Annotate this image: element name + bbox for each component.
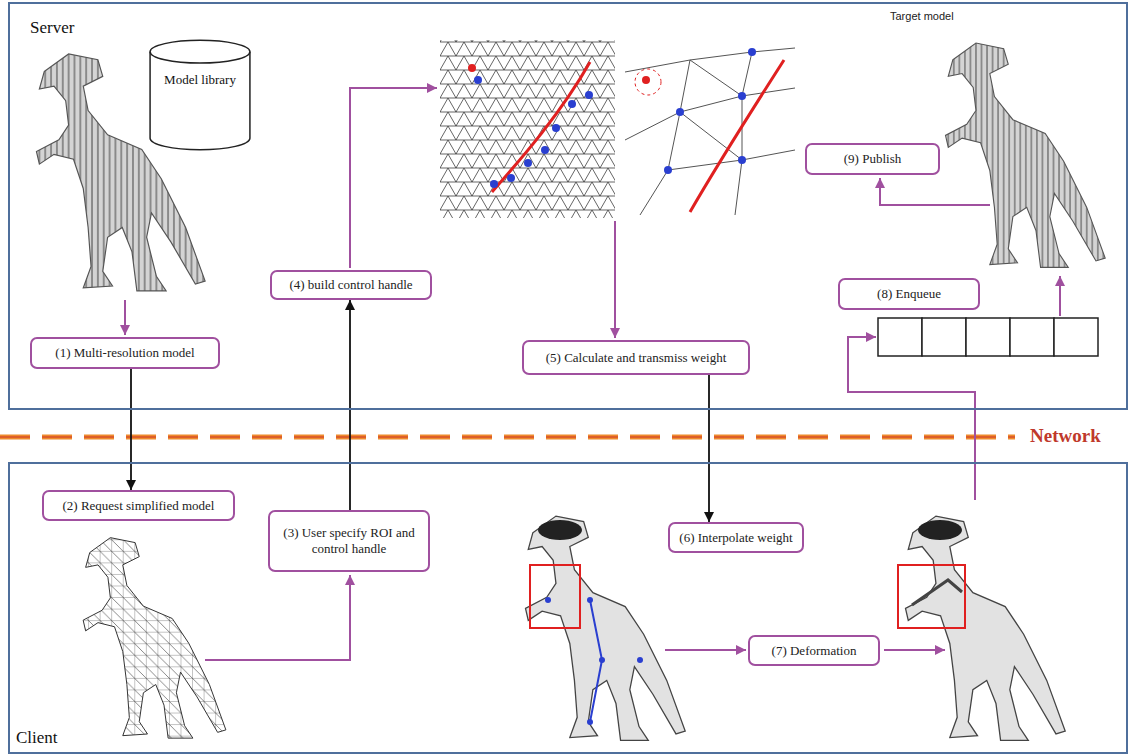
dinosaur-head	[538, 520, 582, 540]
handle-point	[552, 124, 560, 132]
handle-point	[676, 108, 684, 116]
roi-box	[898, 565, 965, 628]
process-box: (2) Request simplified model	[42, 490, 235, 521]
process-box: (3) User specify ROI and control handle	[268, 510, 430, 572]
handle-point	[541, 146, 549, 154]
handle-point	[545, 597, 551, 603]
mesh-edge	[625, 88, 795, 140]
queue-cell	[1054, 318, 1098, 356]
handle-points	[474, 76, 593, 188]
process-box: (9) Publish	[805, 143, 940, 175]
handle-point	[585, 91, 593, 99]
vertex-point	[468, 64, 476, 72]
flow-connector	[130, 369, 132, 490]
process-box: (1) Multi-resolution model	[30, 337, 220, 369]
sparse-mesh	[625, 48, 795, 215]
queue-cell	[922, 318, 966, 356]
node-label: (9) Publish	[844, 151, 901, 167]
network-label: Network	[1030, 425, 1101, 447]
flow-arrow	[614, 221, 616, 338]
handle-points	[664, 48, 756, 174]
handle-point	[490, 180, 498, 188]
flow-arrow	[848, 337, 975, 500]
node-label: (8) Enqueue	[877, 286, 941, 302]
process-box: (5) Calculate and transmiss weight	[522, 340, 750, 375]
cylinder-outline	[148, 38, 252, 152]
network-divider	[0, 435, 1015, 440]
client-panel: Client (2) Request simplified model (3) Us…	[8, 462, 1128, 754]
mesh-edge	[668, 60, 690, 170]
flow-arrow	[1059, 276, 1061, 316]
roi-box	[530, 565, 580, 628]
queue	[878, 318, 1098, 356]
handle-curve	[492, 62, 590, 192]
handle-point	[507, 174, 515, 182]
node-label: (2) Request simplified model	[62, 498, 214, 514]
handle-point	[587, 597, 593, 603]
process-box: (7) Deformation	[748, 635, 880, 666]
handle-point	[748, 48, 756, 56]
flow-arrow	[124, 300, 126, 335]
mesh-edge	[640, 150, 795, 215]
flow-arrows	[125, 88, 1060, 660]
node-label: (4) build control handle	[289, 277, 412, 293]
mesh-edge	[625, 48, 795, 72]
node-label: (1) Multi-resolution model	[55, 345, 194, 361]
figure-caption: Target model	[890, 10, 954, 22]
queue-cell	[1010, 318, 1054, 356]
handle-point	[568, 100, 576, 108]
mesh-edge	[680, 60, 742, 160]
dinosaur-head	[918, 520, 962, 540]
handle-point	[599, 657, 605, 663]
database-cylinder: Model library	[148, 38, 252, 152]
queue-cell	[966, 318, 1010, 356]
node-label: Model library	[164, 72, 236, 88]
handle-curve	[690, 60, 784, 212]
flow-arrow	[884, 649, 945, 651]
target-dinosaur	[946, 43, 1106, 267]
flow-connector	[349, 300, 351, 510]
node-label: (3) User specify ROI and control handle	[278, 525, 420, 556]
queue-cell	[878, 318, 922, 356]
network-label: Network	[1030, 425, 1101, 446]
process-box: (4) build control handle	[270, 270, 432, 300]
handle-point	[587, 719, 593, 725]
network-divider	[0, 436, 1015, 438]
simplified-mesh-dinosaur	[83, 538, 226, 738]
panel-title: Client	[16, 728, 1120, 748]
handle-point	[738, 156, 746, 164]
dense-mesh	[440, 40, 615, 218]
flow-arrow	[880, 178, 990, 205]
handle-points	[545, 597, 643, 725]
process-box: (6) Interpolate weight	[668, 522, 804, 553]
flow-connector	[708, 375, 710, 522]
handle-point	[637, 657, 643, 663]
server-panel: ServerModel library(4) build control han…	[8, 2, 1128, 410]
handle-point	[664, 166, 672, 174]
cylinder-body	[150, 40, 250, 149]
node-label: (5) Calculate and transmiss weight	[546, 350, 727, 366]
vertex-point	[642, 76, 650, 84]
node-label: (6) Interpolate weight	[679, 530, 792, 546]
handle-point	[524, 159, 532, 167]
flow-arrow	[350, 88, 437, 268]
process-box: (8) Enqueue	[838, 278, 980, 310]
cylinder-rim	[150, 52, 250, 63]
handle-point	[474, 76, 482, 84]
figure-caption: Target model	[890, 10, 954, 22]
handle-point	[738, 92, 746, 100]
node-label: (7) Deformation	[772, 643, 857, 659]
interpolated-dinosaur	[526, 516, 686, 740]
deformed-arm	[912, 580, 962, 605]
flow-arrow	[205, 575, 350, 660]
flow-arrow	[665, 649, 746, 651]
influence-circle	[635, 69, 661, 95]
